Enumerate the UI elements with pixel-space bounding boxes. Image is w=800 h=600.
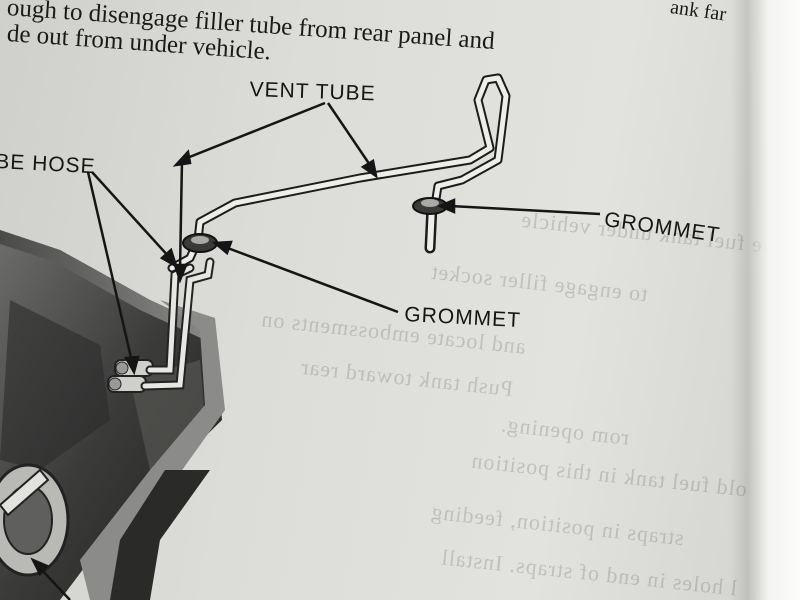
vent-tube — [167, 73, 511, 273]
page-edge-shadow — [730, 0, 800, 600]
vent-tube-label: VENT TUBE — [249, 78, 377, 106]
grommet-right-shape — [412, 197, 448, 215]
leader-lines — [30, 101, 601, 600]
grommet-center-shape — [182, 233, 218, 253]
fuel-tank — [0, 230, 225, 600]
hose-label: BE HOSE — [0, 150, 97, 179]
